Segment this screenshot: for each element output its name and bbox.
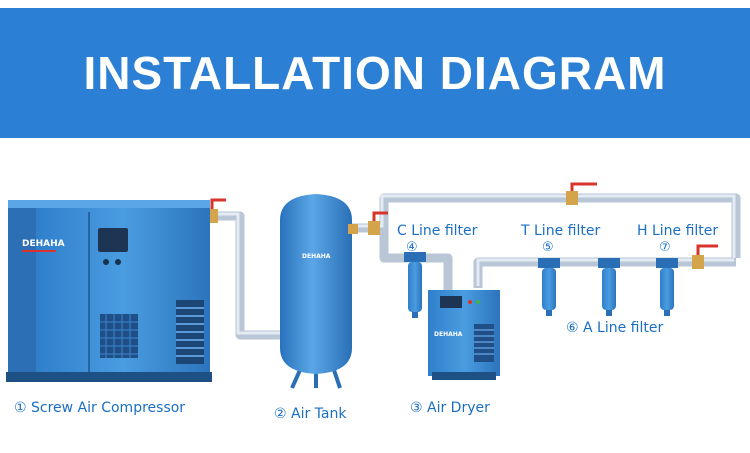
c-line-filter	[404, 252, 426, 318]
valve-icon	[566, 182, 597, 205]
valve-icon	[368, 211, 388, 235]
c-line-filter-label: C Line filter	[397, 223, 478, 239]
control-panel-screen	[98, 228, 128, 252]
dryer-logo: DEHAHA	[434, 331, 463, 338]
compressor-logo: DEHAHA	[22, 239, 65, 249]
header-banner: INSTALLATION DIAGRAM	[0, 8, 750, 138]
valve-icon	[692, 244, 718, 269]
air-dryer-label: Air Dryer	[427, 400, 490, 416]
compressor-number: ①	[14, 400, 27, 416]
t-line-filter	[538, 258, 560, 316]
a-line-filter-label: ⑥ A Line filter	[566, 320, 663, 336]
t-line-filter-number: ⑤	[542, 240, 554, 255]
air-tank: DEHAHA	[280, 194, 358, 389]
screw-air-compressor: DEHAHA	[6, 200, 212, 382]
h-line-filter-number: ⑦	[659, 240, 671, 255]
air-dryer-number: ③	[410, 400, 423, 416]
air-dryer: DEHAHA	[428, 290, 500, 380]
air-tank-label: Air Tank	[291, 406, 347, 422]
air-tank-number: ②	[274, 406, 287, 422]
h-line-filter	[656, 258, 678, 316]
c-line-filter-number: ④	[406, 240, 418, 255]
h-line-filter-label: H Line filter	[637, 223, 718, 239]
page-title: INSTALLATION DIAGRAM	[83, 47, 667, 99]
tank-logo: DEHAHA	[302, 253, 331, 260]
t-line-filter-label: T Line filter	[520, 223, 600, 239]
compressor-label: Screw Air Compressor	[31, 400, 185, 416]
a-line-filter	[598, 258, 620, 316]
